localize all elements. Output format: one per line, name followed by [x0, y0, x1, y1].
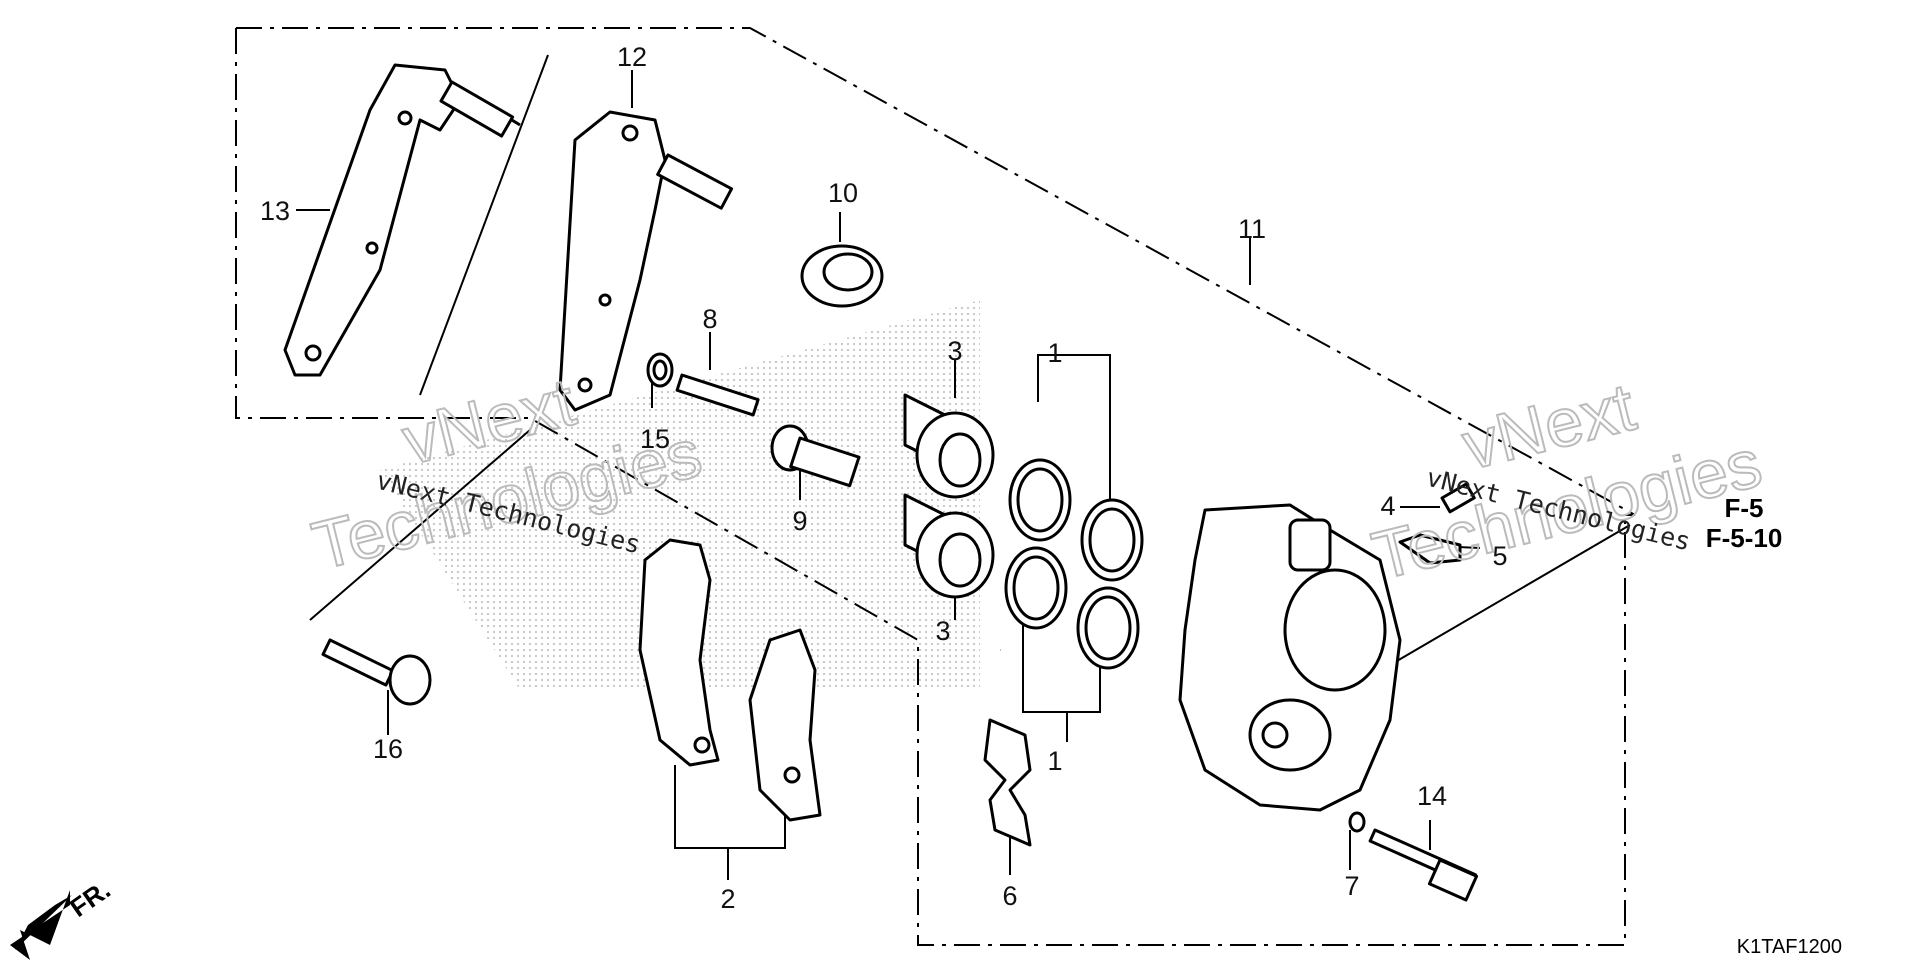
callout-13: 13 — [260, 196, 290, 226]
drawing-code: K1TAF1200 — [1737, 936, 1842, 958]
part-bracket-13 — [283, 54, 549, 396]
part-washer-15 — [646, 352, 674, 388]
part-cap-5 — [1398, 533, 1462, 565]
part-clip-6 — [983, 718, 1032, 847]
part-cap-10 — [800, 244, 884, 308]
front-arrow-icon — [10, 890, 72, 960]
callout-11: 11 — [1238, 214, 1266, 244]
callouts: 1 1 2 3 3 4 5 6 7 8 9 10 11 12 13 14 15 … — [260, 42, 1508, 914]
part-bolt-9 — [770, 424, 861, 488]
callout-9: 9 — [792, 506, 807, 536]
references: F-5 F-5-10 — [1706, 493, 1783, 553]
callout-14: 14 — [1417, 781, 1447, 811]
callout-7: 7 — [1344, 871, 1359, 901]
callout-5: 5 — [1492, 541, 1507, 571]
callout-4: 4 — [1380, 491, 1395, 521]
callout-16: 16 — [373, 734, 403, 764]
part-bolt-14 — [1368, 828, 1479, 902]
callout-12: 12 — [617, 42, 647, 72]
callout-3-bottom: 3 — [935, 616, 950, 646]
callout-8: 8 — [702, 304, 717, 334]
callout-2: 2 — [720, 884, 735, 914]
part-bleeder-4 — [1440, 482, 1476, 514]
part-pads-2 — [638, 538, 822, 822]
assembly-outline — [235, 27, 1636, 946]
background-mark — [380, 300, 980, 690]
callout-10: 10 — [828, 178, 858, 208]
part-pistons-3 — [903, 393, 995, 599]
part-caliper-11 — [1178, 503, 1402, 812]
reference-f5-10: F-5-10 — [1706, 523, 1783, 553]
reference-f5: F-5 — [1725, 493, 1764, 523]
callout-1-top: 1 — [1047, 338, 1062, 368]
callout-3-top: 3 — [947, 336, 962, 366]
callout-1-bottom: 1 — [1047, 746, 1062, 776]
part-bolt-16 — [321, 638, 432, 706]
callout-6: 6 — [1002, 881, 1017, 911]
front-marker-label: FR. — [64, 874, 116, 923]
part-bracket-12 — [558, 110, 734, 412]
callout-15: 15 — [640, 424, 670, 454]
part-washer-7 — [1348, 811, 1366, 833]
part-pin-8 — [675, 373, 760, 417]
part-seals-1 — [1004, 458, 1144, 670]
